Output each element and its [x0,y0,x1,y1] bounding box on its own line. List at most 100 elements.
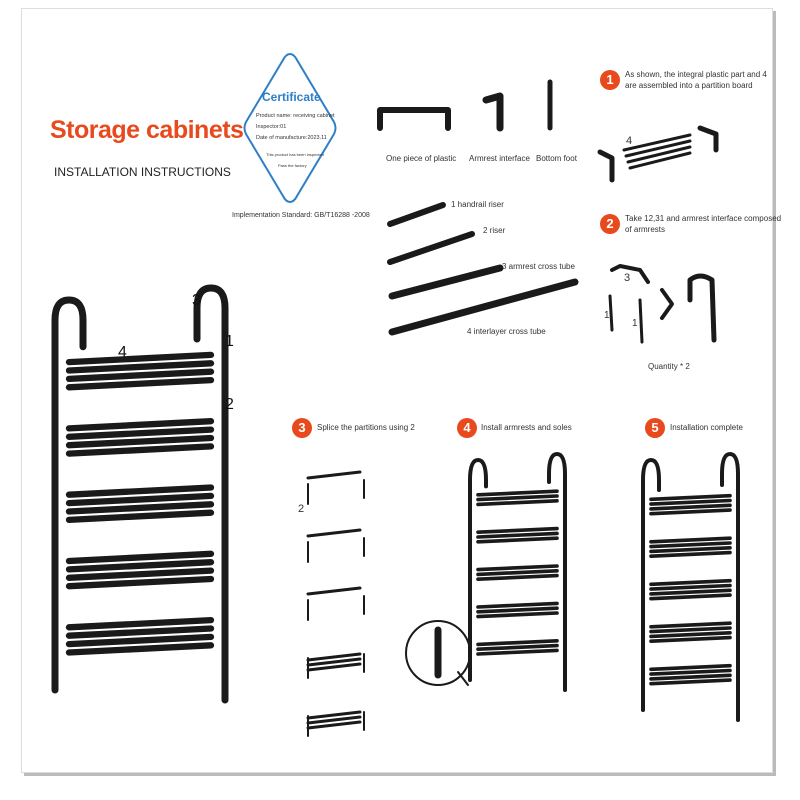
arrow-chevron [660,288,674,320]
shelf-bar [65,642,215,656]
callout-label: 3 [192,292,201,309]
part-number: 2 [298,503,305,515]
shelf-bar [649,508,732,516]
step-text: Installation complete [670,423,743,432]
shelf-bar [65,492,215,507]
shelf-bar [649,536,732,544]
part-label: 4 interlayer cross tube [467,327,546,336]
quantity-label: Quantity * 2 [648,362,690,371]
partition-board [306,710,362,720]
cross-tube [626,145,692,164]
part-label: Armrest interface [469,154,530,163]
shelf-bar [649,663,732,672]
shelf-bar [476,573,559,582]
shelf-bar [65,625,215,639]
armrest-interface-part [482,92,504,132]
shelf-bar [649,621,732,629]
partition-board [306,528,362,538]
shelf-bar [649,578,732,587]
shelf-post [547,452,567,682]
shelf-post [641,458,661,712]
shelf-bar [649,626,732,634]
shelf-bar [649,678,732,686]
page-subtitle: INSTALLATION INSTRUCTIONS [54,165,231,179]
plastic-part [597,149,615,183]
partition-board [306,470,362,480]
certificate-line: Inspector:01 [256,124,287,130]
shelf-bar [476,601,559,609]
riser-tube [638,298,644,344]
assembled-armrest [687,273,717,343]
shelf-bar [65,443,215,457]
shelf-bar [649,583,732,591]
step-number: 1 [600,70,620,90]
step-text: As shown, the integral plastic part and … [625,70,767,90]
shelf-bar [65,501,215,515]
shelf-bar [476,531,559,539]
step-text: Install armrests and soles [481,423,572,432]
step-number: 5 [645,418,665,438]
part-label: 1 handrail riser [451,200,504,209]
shelf-bar [65,434,215,449]
step-text: Take 12,31 and armrest interface compose… [625,214,782,234]
shelf-bar [65,376,215,391]
shelf-bar [649,668,732,676]
partition-board [306,652,362,662]
shelf-post [720,452,740,712]
one-piece-plastic-part [377,107,451,131]
certificate-line: Pass the factory [278,163,307,168]
part-number: 4 [626,135,633,147]
shelf-bar [476,643,559,652]
armrest-cross-tube [388,264,504,300]
shelf-bar [476,638,559,647]
partition-board [306,662,362,672]
riser-tube [608,294,614,332]
detail-magnifier [405,620,471,686]
shelf-bar [649,588,732,596]
shelf-bar [65,550,215,565]
plastic-part [697,125,719,153]
cross-tube [628,151,692,170]
shelf-bar [649,550,732,559]
shelf-bar [476,494,559,502]
part-label: Bottom foot [536,154,577,163]
certificate-line: This product has been inspected [266,152,324,157]
shelf-bar [649,635,732,644]
shelf-bar [649,593,732,601]
shelf-bar [65,360,215,374]
shelf-bar [65,616,215,631]
shelf-bar [649,498,732,506]
shelf-bar [476,498,559,507]
armrest-interface [610,264,650,284]
partition-board [306,586,362,596]
callout-label: 4 [118,344,127,361]
partition-board [306,715,362,725]
part-label: One piece of plastic [386,154,457,163]
certificate-title: Certificate [262,90,321,104]
callout-label: 2 [225,396,234,413]
step-number: 4 [457,418,477,438]
shelf-bar [476,564,559,572]
step-number: 2 [600,214,620,234]
interlayer-cross-tube [388,278,579,336]
partition-board [306,720,362,730]
shelf-post [468,458,488,682]
shelf-post [193,284,229,694]
shelf-bar [476,611,559,619]
shelf-bar [649,673,732,681]
shelf-bar [476,489,559,497]
shelf-bar [65,509,215,524]
part-number: 1 [604,310,610,321]
shelf-post [51,296,87,694]
shelf-bar [649,493,732,502]
shelf-bar [65,418,215,432]
shelf-bar [649,630,732,639]
shelf-bar [65,368,215,383]
step-text: Splice the partitions using 2 [317,423,415,432]
shelf-bar [65,426,215,440]
certificate-line: Product name: receiving cabinet [256,113,335,119]
step-number: 3 [292,418,312,438]
certificate-line: Date of manufacture:2023.11 [256,135,327,141]
callout-label: 1 [225,333,234,350]
